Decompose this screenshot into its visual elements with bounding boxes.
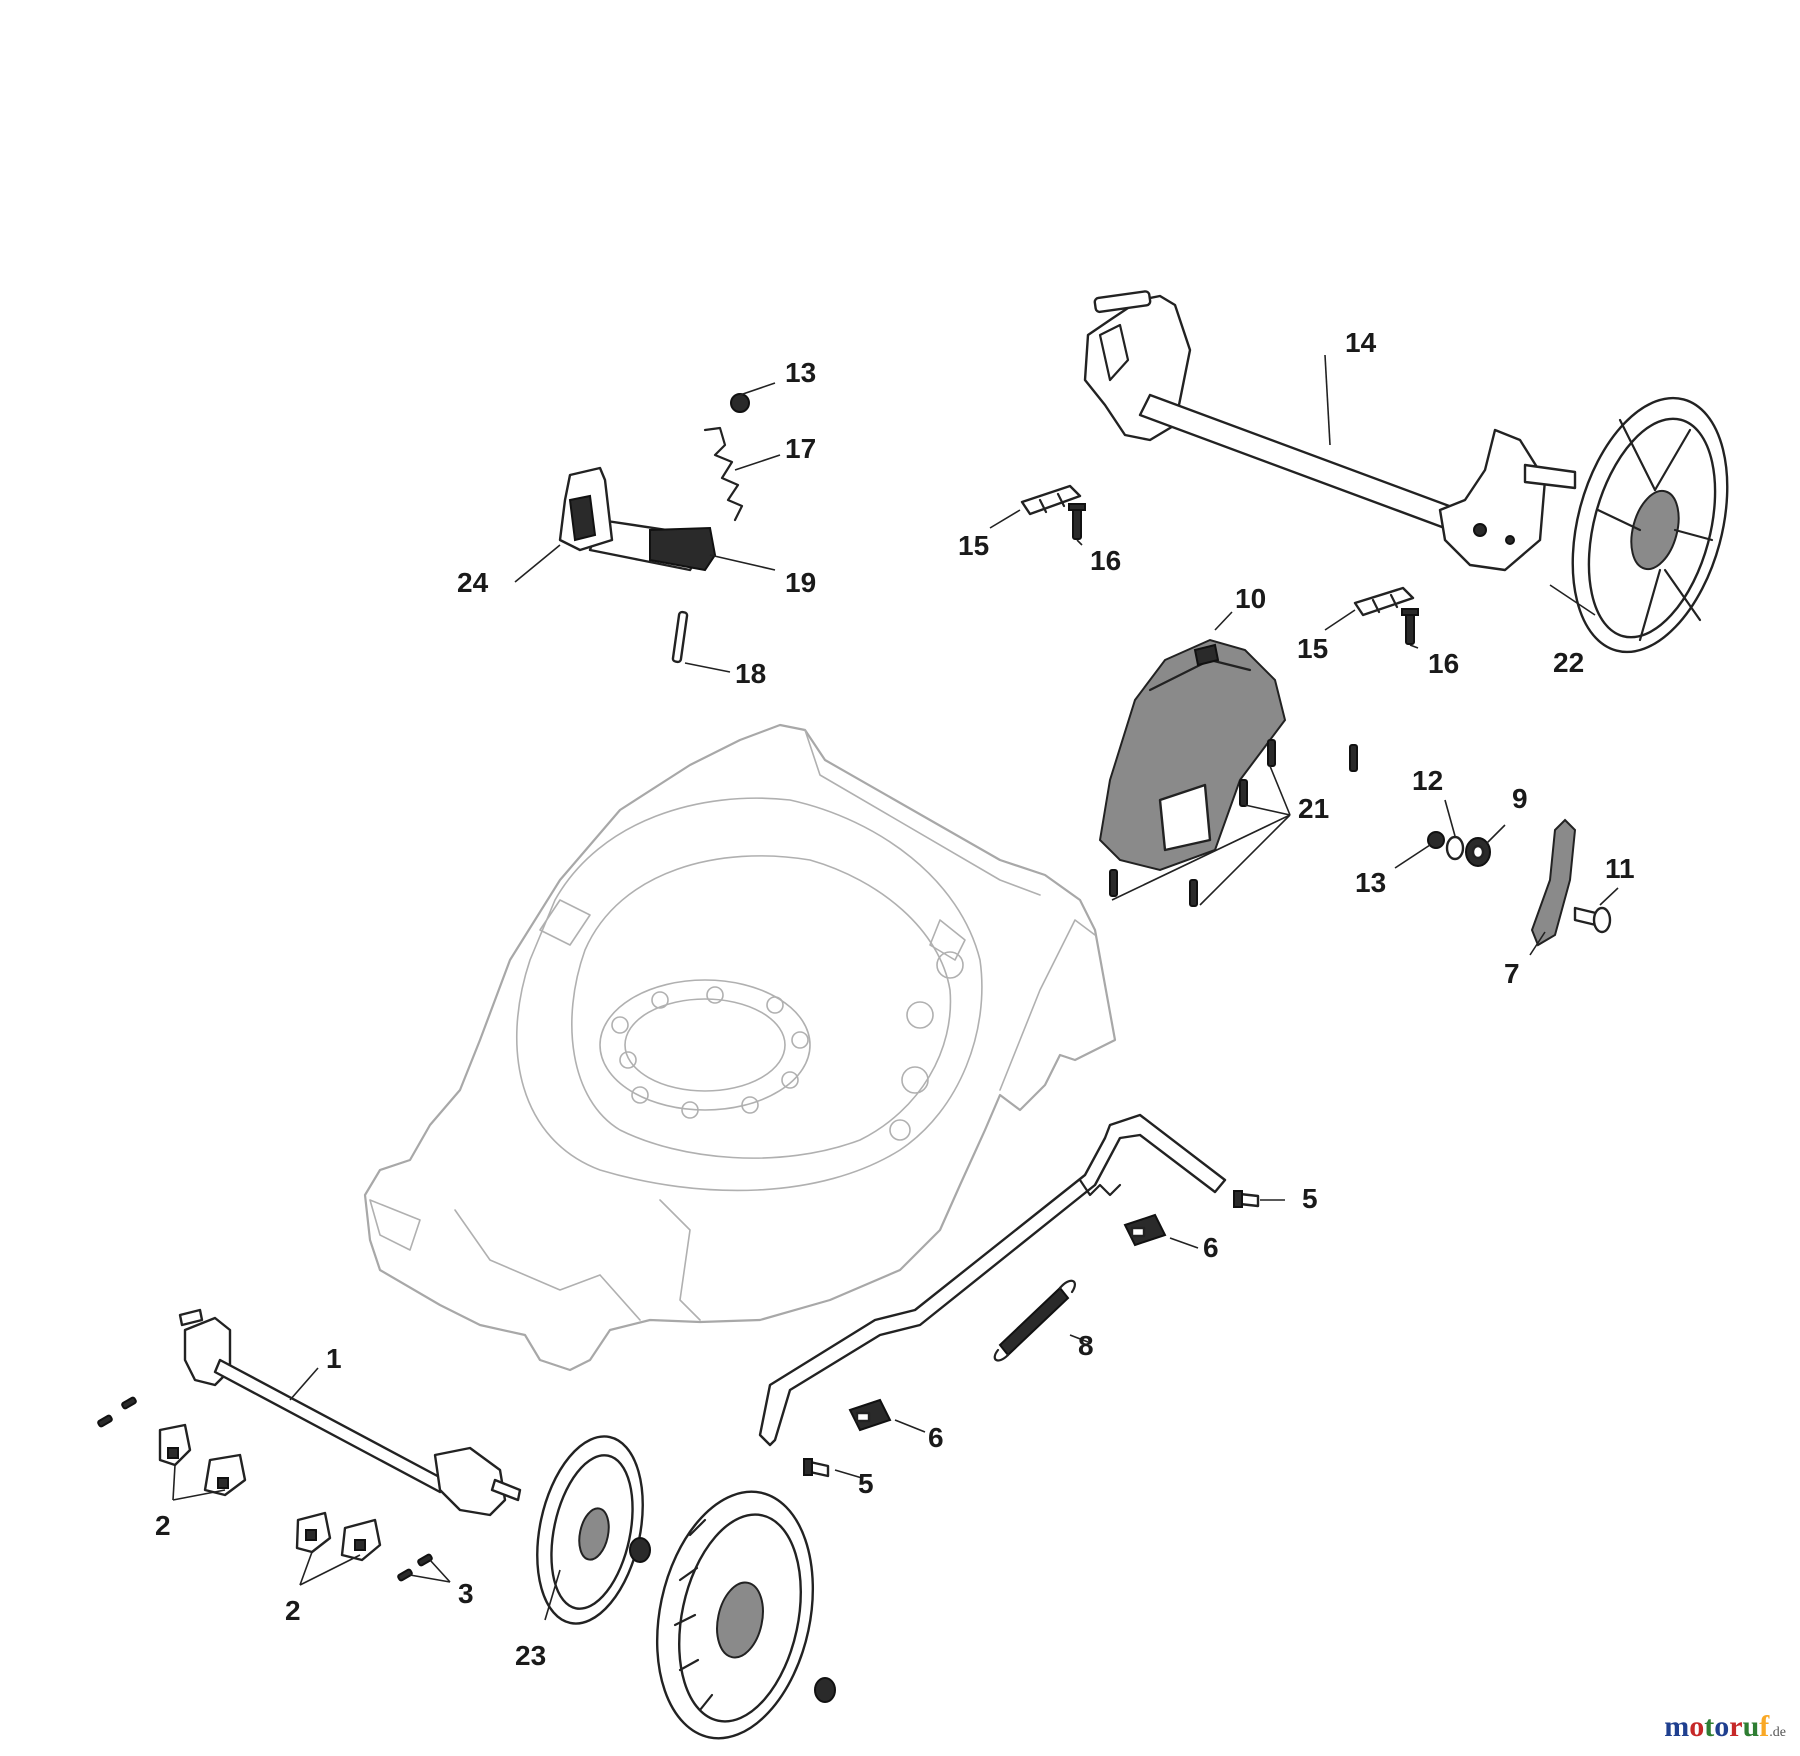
- spring-part-17: [703, 426, 744, 522]
- callout-8: 8: [1078, 1330, 1094, 1361]
- mower-deck: [363, 723, 1117, 1372]
- callout-1: 1: [326, 1343, 342, 1374]
- logo-letter: o: [1689, 1710, 1705, 1743]
- callout-2-upper: 2: [155, 1510, 171, 1541]
- callout-19: 19: [785, 567, 816, 598]
- callout-17: 17: [785, 433, 816, 464]
- callout-15-upper: 15: [958, 530, 989, 561]
- bracket-part-7: [1530, 818, 1577, 947]
- callout-14: 14: [1345, 327, 1377, 358]
- clip-part-15-upper: [1020, 484, 1082, 516]
- leader-lines: [172, 354, 1619, 1621]
- callout-15-lower: 15: [1297, 633, 1328, 664]
- callout-5-upper: 5: [1302, 1183, 1318, 1214]
- screws-part-3: [397, 1553, 433, 1582]
- lever-part-19: [588, 518, 717, 572]
- screw-part-16-upper: [1068, 503, 1086, 540]
- logo-letter: t: [1704, 1710, 1715, 1743]
- callout-2-lower: 2: [285, 1595, 301, 1626]
- washer-part-12: [1445, 835, 1465, 861]
- callout-11: 11: [1605, 853, 1635, 884]
- callout-18: 18: [735, 658, 766, 689]
- callout-5-lower: 5: [858, 1468, 874, 1499]
- callout-16-lower: 16: [1428, 648, 1459, 679]
- callout-labels: 1 2 2 3 5 5 6 6 7 8 9 10 11 12 13 13 14 …: [155, 327, 1635, 1671]
- callout-6-upper: 6: [1203, 1232, 1219, 1263]
- clip-part-6-lower: [848, 1398, 892, 1432]
- callout-9: 9: [1512, 783, 1528, 814]
- clip-part-6-upper: [1123, 1213, 1167, 1247]
- hub-cover-part-22: [1571, 396, 1729, 654]
- rear-axle-part-14: [1083, 290, 1577, 572]
- screws-part-upper-left: [97, 1396, 137, 1428]
- bushing-part-9: [1465, 837, 1491, 867]
- callout-13-upper: 13: [785, 357, 816, 388]
- callout-21: 21: [1298, 793, 1329, 824]
- logo-letter: r: [1729, 1710, 1743, 1743]
- callout-3: 3: [458, 1578, 474, 1609]
- screw-part-16-lower: [1401, 608, 1419, 645]
- callout-16-upper: 16: [1090, 545, 1121, 576]
- callout-22: 22: [1553, 647, 1584, 678]
- spring-part-8: [993, 1279, 1076, 1362]
- motoruf-watermark-logo: motoruf.de: [1664, 1710, 1786, 1744]
- screw-part-5-lower: [803, 1458, 830, 1478]
- callout-13-right: 13: [1355, 867, 1386, 898]
- pin-part-18: [671, 610, 689, 664]
- screw-part-5-upper: [1233, 1190, 1260, 1208]
- knob-part-24: [558, 466, 614, 552]
- callout-6-lower: 6: [928, 1422, 944, 1453]
- logo-letter: o: [1714, 1710, 1730, 1743]
- callout-7: 7: [1504, 958, 1520, 989]
- logo-letter: u: [1742, 1710, 1760, 1743]
- pin-part-11: [1573, 906, 1612, 934]
- screws-part-21: [1109, 739, 1358, 907]
- height-adjust-rod: [758, 1113, 1227, 1447]
- logo-tld: .de: [1769, 1725, 1786, 1740]
- callout-24: 24: [457, 567, 489, 598]
- logo-letter: f: [1759, 1710, 1770, 1743]
- callout-10: 10: [1235, 583, 1266, 614]
- nut-part-13-upper: [730, 393, 750, 413]
- front-wheel: [629, 1490, 836, 1740]
- callout-23: 23: [515, 1640, 546, 1671]
- clip-part-15-lower: [1353, 586, 1415, 617]
- callout-12: 12: [1412, 765, 1443, 796]
- hub-cover-part-23: [536, 1435, 644, 1625]
- bracket-part-2-lower: [295, 1511, 382, 1562]
- nut-part-13-right: [1427, 831, 1445, 849]
- logo-letter: m: [1664, 1710, 1690, 1743]
- cover-part-10: [1098, 638, 1287, 872]
- bracket-part-2-upper: [158, 1423, 247, 1497]
- front-axle-part-1: [178, 1308, 522, 1517]
